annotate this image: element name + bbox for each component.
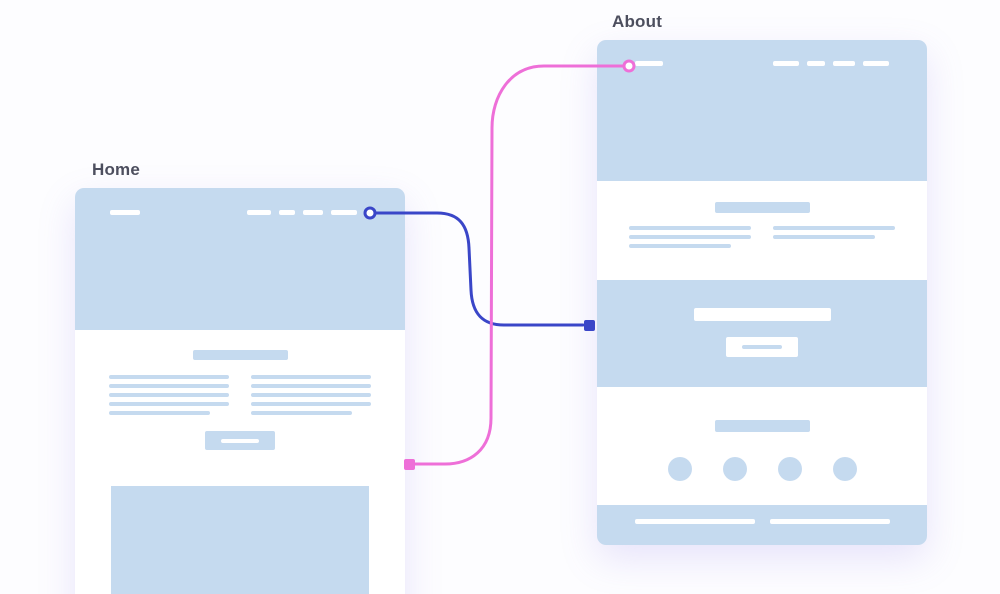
nav-item-placeholder [279, 210, 295, 215]
text-line-placeholder [109, 402, 229, 406]
blue-connector-start-port[interactable] [363, 206, 377, 220]
home-nav-placeholder [247, 210, 357, 215]
pink-connector-start-port[interactable] [404, 459, 415, 470]
nav-item-placeholder [863, 61, 889, 66]
text-column-placeholder [109, 375, 229, 415]
nav-item-placeholder [773, 61, 799, 66]
text-line-placeholder [109, 393, 229, 397]
text-line-placeholder [629, 244, 732, 248]
team-heading-placeholder [714, 420, 810, 432]
nav-item-placeholder [833, 61, 855, 66]
page-label-home: Home [92, 160, 141, 179]
text-line-placeholder [629, 226, 751, 230]
avatar [667, 457, 692, 481]
pink-connector-end-port[interactable] [622, 59, 636, 73]
nav-item-placeholder [331, 210, 357, 215]
about-intro-section [597, 181, 927, 280]
text-column-placeholder [773, 226, 895, 248]
page-card-about[interactable] [597, 40, 927, 545]
about-heading-placeholder [714, 202, 810, 213]
text-line-placeholder [251, 411, 352, 415]
text-line-placeholder [251, 402, 371, 406]
text-column-placeholder [629, 226, 751, 248]
feature-button-placeholder [726, 337, 798, 357]
home-logo-placeholder [110, 210, 140, 215]
about-footer-block [597, 505, 927, 545]
text-line-placeholder [109, 411, 210, 415]
text-line-placeholder [109, 384, 229, 388]
button-label-placeholder [742, 345, 782, 349]
avatar [722, 457, 747, 481]
page-label-about: About [612, 12, 663, 31]
avatar [777, 457, 802, 481]
about-logo-placeholder [635, 61, 663, 66]
home-button-placeholder [205, 431, 275, 450]
blue-connector-end-port[interactable] [584, 320, 595, 331]
text-line-placeholder [109, 375, 229, 379]
text-line-placeholder [773, 226, 895, 230]
nav-item-placeholder [807, 61, 825, 66]
text-line-placeholder [251, 375, 371, 379]
about-nav-placeholder [773, 61, 889, 66]
avatar [832, 457, 857, 481]
about-team-section [597, 387, 927, 505]
page-card-home[interactable] [75, 188, 405, 594]
text-line-placeholder [629, 235, 751, 239]
footer-line-placeholder [769, 519, 890, 524]
home-header-block [75, 188, 405, 330]
footer-line-placeholder [634, 519, 755, 524]
about-feature-section [597, 280, 927, 387]
blue-connector-path[interactable] [370, 211, 585, 327]
home-content-section [75, 330, 405, 594]
nav-item-placeholder [247, 210, 271, 215]
avatar-row [597, 457, 927, 481]
about-text-columns [597, 226, 927, 248]
pink-connector-path[interactable] [412, 64, 625, 466]
text-line-placeholder [251, 384, 371, 388]
button-label-placeholder [221, 438, 259, 443]
feature-heading-placeholder [693, 308, 831, 321]
nav-item-placeholder [303, 210, 323, 215]
home-text-columns [75, 375, 405, 415]
home-heading-placeholder [192, 350, 288, 360]
text-line-placeholder [773, 235, 876, 239]
text-line-placeholder [251, 393, 371, 397]
about-header-block [597, 40, 927, 181]
home-image-placeholder [111, 486, 369, 594]
text-column-placeholder [251, 375, 371, 415]
